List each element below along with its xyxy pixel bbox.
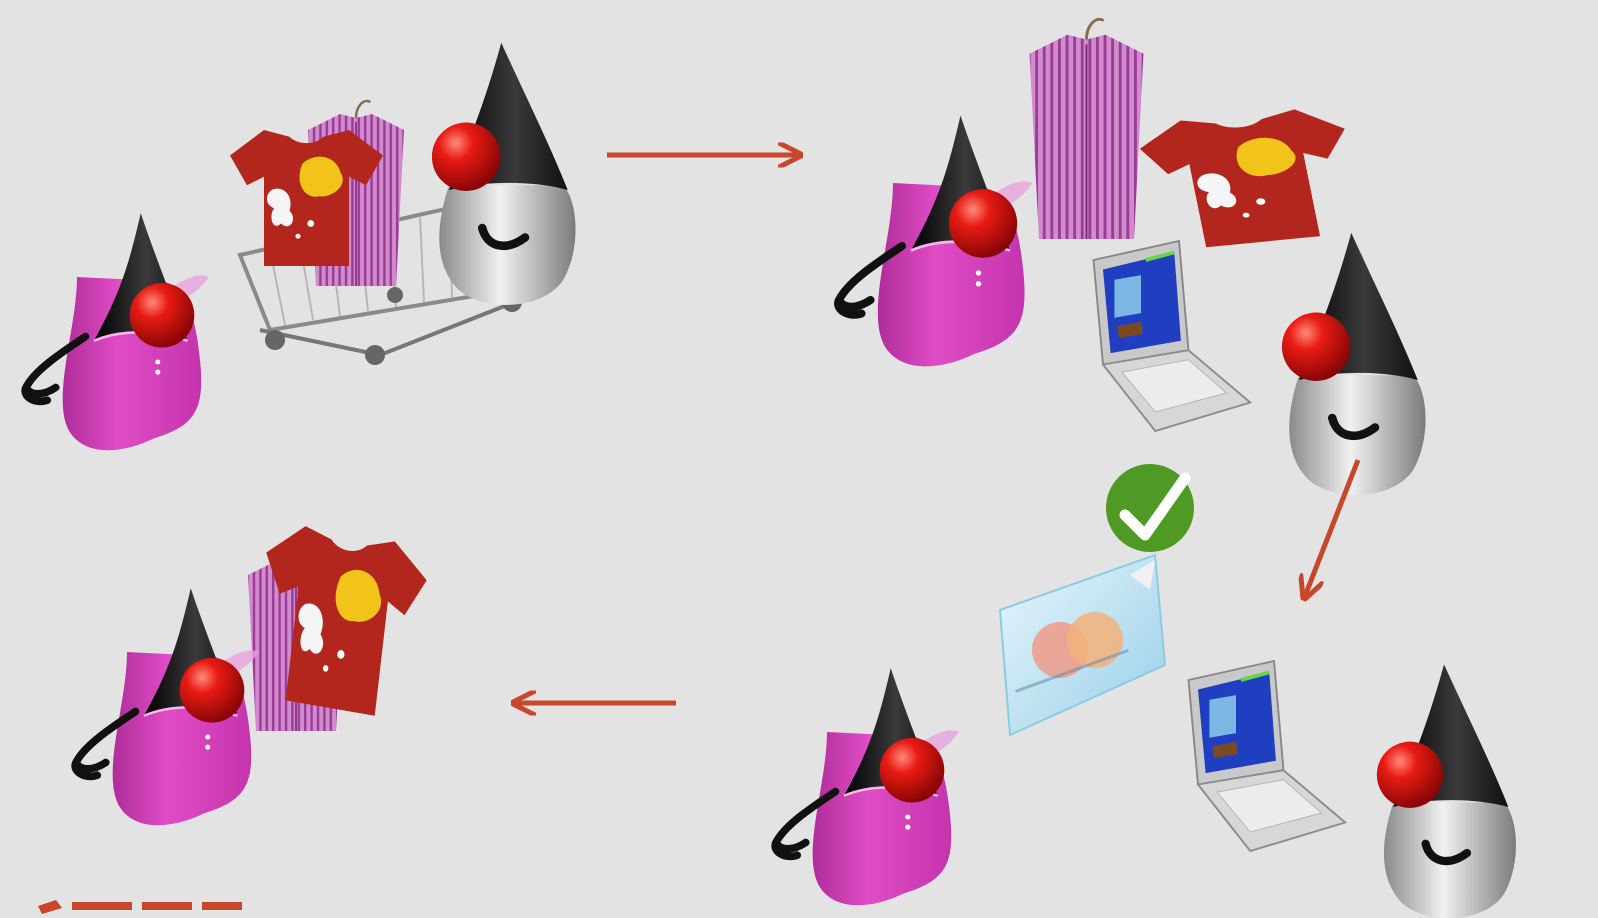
step-3-payment [775, 464, 1516, 918]
female-duke-icon [75, 588, 259, 825]
female-duke-icon [25, 213, 209, 450]
flow-arrow-down [1305, 459, 1361, 596]
laptop-icon [1091, 239, 1253, 433]
striped-shirt-icon [1028, 17, 1145, 241]
checkmark-icon [1106, 464, 1194, 552]
brand-logo-fragment [32, 896, 272, 918]
laptop-icon [1186, 659, 1348, 853]
step-2-checkout [838, 17, 1426, 495]
male-duke-icon [432, 43, 576, 305]
female-duke-icon [838, 116, 1032, 367]
step-1-shop [25, 43, 575, 450]
female-duke-icon [775, 668, 959, 905]
step-4-receive [75, 520, 431, 825]
credit-card-icon [998, 553, 1167, 737]
male-duke-icon [1282, 233, 1426, 495]
male-duke-icon [1377, 664, 1516, 918]
tshirt-icon [1135, 104, 1366, 252]
